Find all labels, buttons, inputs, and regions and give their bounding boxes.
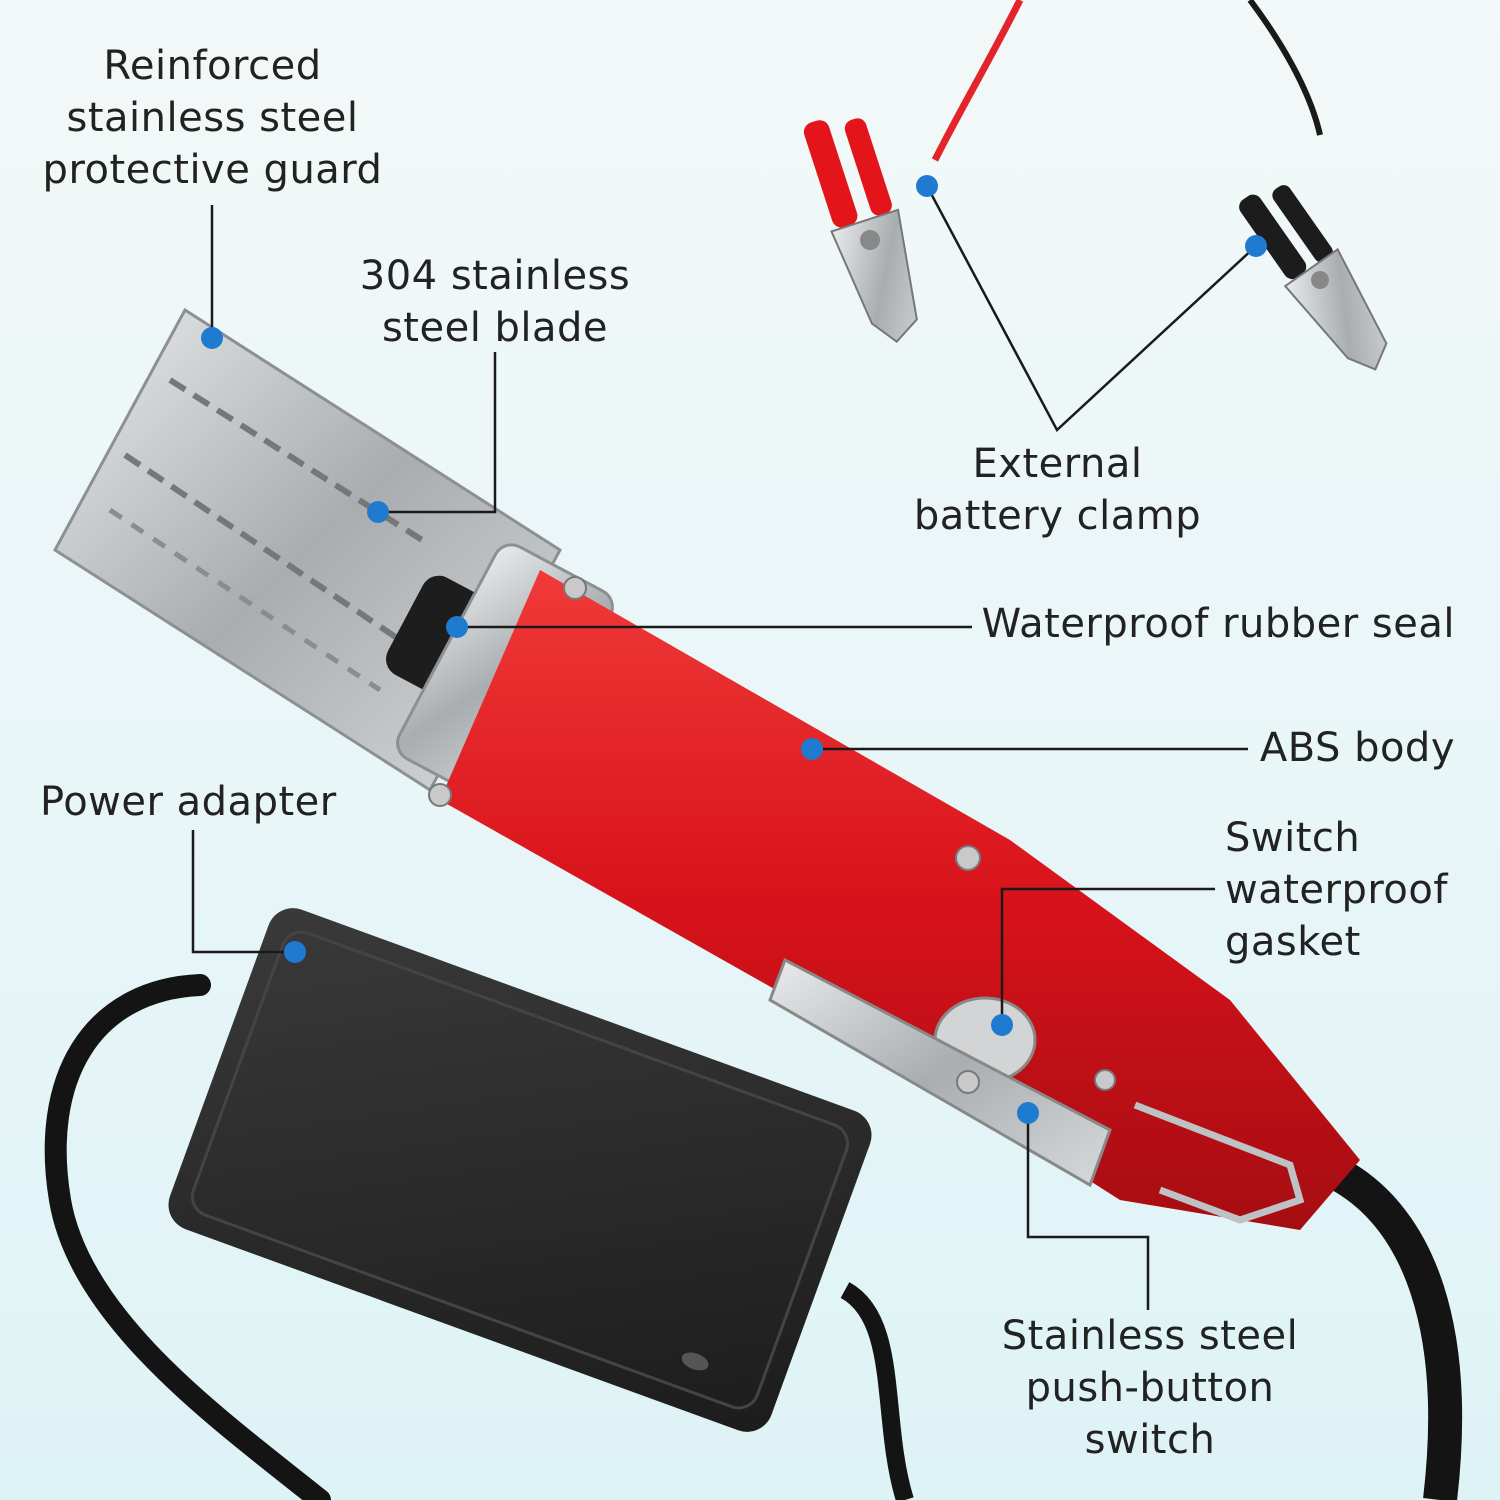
black-clamp [1239,185,1388,371]
label-rubber-seal: Waterproof rubber seal [981,601,1455,647]
abs-body [428,570,1360,1230]
leader-blade [378,352,497,514]
leader-switch [1026,1113,1150,1310]
adapter-cable-out [840,1282,914,1500]
marker-blade [367,501,389,523]
marker-seal [446,616,468,638]
red-clamp [803,118,918,344]
label-push-button-switch: Stainless steel push-button switch [1001,1313,1299,1463]
label-power-adapter: Power adapter [40,779,337,825]
marker-switch [1017,1102,1039,1124]
label-protective-guard: Reinforced stainless steel protective gu… [42,43,383,193]
marker-clamp-black [1245,235,1267,257]
red-clamp-wire [931,0,1024,162]
marker-adapter [284,941,306,963]
marker-gasket [991,1014,1013,1036]
label-switch-gasket: Switch waterproof gasket [1225,815,1448,965]
adapter-cable [44,974,331,1500]
marker-abs [801,738,823,760]
marker-clamp-red [916,175,938,197]
black-clamp-wire [1247,0,1323,136]
label-abs-body: ABS body [1259,725,1455,771]
leader-gasket [1000,887,1215,1025]
leader-clamp [925,185,1257,433]
leader-lines [191,185,1257,1310]
tool-cable [1331,1160,1463,1500]
battery-clamps [803,0,1388,371]
markers [201,175,1267,1124]
marker-guard [201,327,223,349]
label-battery-clamp: External battery clamp [913,441,1202,539]
power-adapter [168,908,872,1432]
label-steel-blade: 304 stainless steel blade [359,253,631,351]
leader-adapter [191,830,295,954]
